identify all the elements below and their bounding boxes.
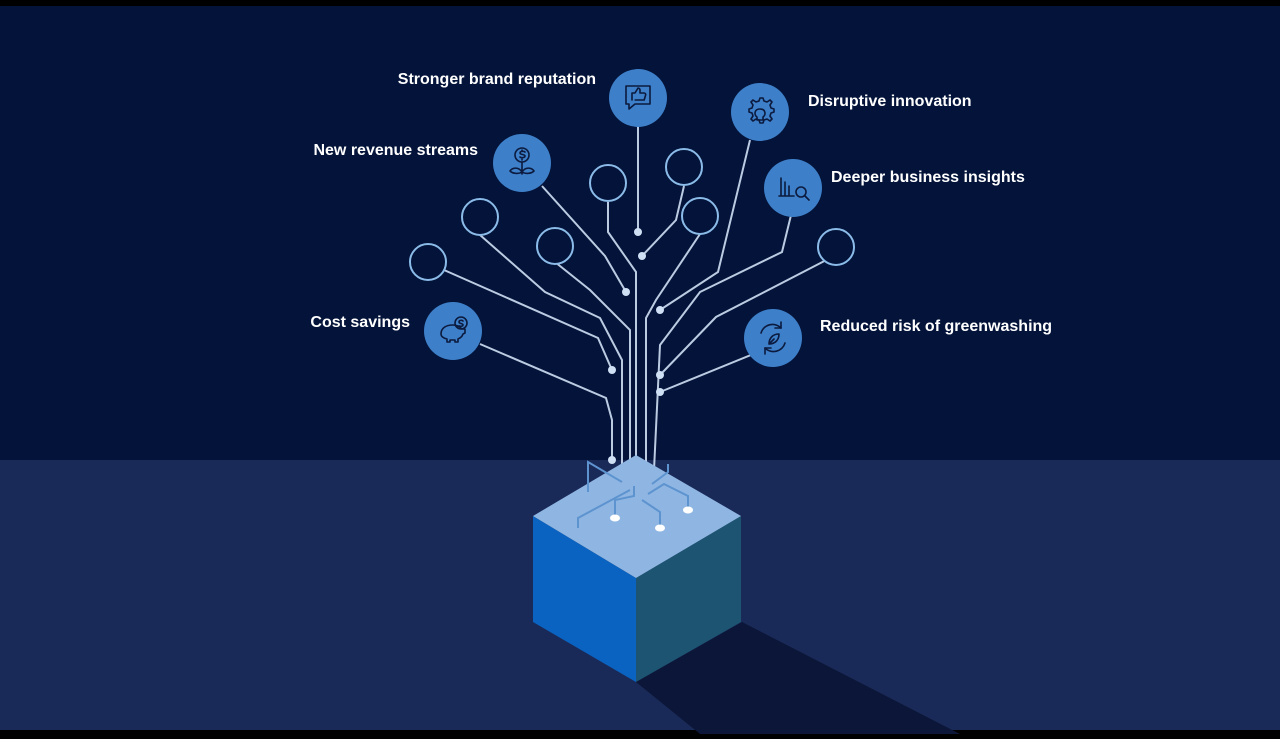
icon-node-circle [609,69,667,127]
dollar-plant-icon [493,134,551,192]
empty-node [665,148,703,186]
wire-13 [479,343,613,460]
empty-node [461,198,499,236]
cube-trace-4 [641,499,661,528]
cube-left-face [533,516,636,682]
wire-6 [541,185,627,293]
wire-endpoint-dot [656,388,664,396]
empty-node [536,227,574,265]
label-new-revenue-streams: New revenue streams [313,142,478,159]
icon-node-circle [424,302,482,360]
chart-magnifier-icon [764,159,822,217]
wire-4 [645,233,701,470]
circuit-branches [443,98,837,480]
cube-trace-dot [655,524,665,532]
wire-endpoint-dot [608,366,616,374]
empty-node [589,164,627,202]
cube-trace-6 [651,464,669,485]
icon-node-circle [731,83,789,141]
wire-2 [641,185,685,257]
cube-shadow [636,622,960,734]
icon-node-circle [744,309,802,367]
cube-trace-1 [587,460,623,492]
cube-top-face [533,455,741,578]
cube-trace-dot [610,514,620,522]
empty-node [681,197,719,235]
wire-9 [554,261,631,470]
label-reduced-risk-of-greenwashing: Reduced risk of greenwashing [820,318,1053,335]
label-stronger-brand-reputation: Stronger brand reputation [397,71,596,88]
cube-circuit-traces [577,460,693,532]
cube-trace-dot [683,506,693,514]
recycle-leaf-icon [744,309,802,367]
cube-trace-2 [577,489,631,528]
wire-endpoint-dot [656,371,664,379]
wire-10 [479,234,623,470]
wire-endpoint-dot [622,288,630,296]
bottom-bar [0,730,1280,734]
wire-endpoint-dot [638,252,646,260]
cube-right-face [636,516,741,682]
thumbs-up-speech-icon [609,69,667,127]
wire-5 [659,139,751,311]
piggy-bank-icon [424,302,482,360]
label-deeper-business-insights: Deeper business insights [831,169,1025,186]
wire-3 [607,202,637,480]
benefit-nodes [409,69,855,367]
label-cost-savings: Cost savings [310,314,410,331]
wire-endpoint-dot [608,456,616,464]
wire-8 [659,254,837,376]
cube-trace-5 [647,482,689,510]
data-cube [533,455,741,682]
empty-node [817,228,855,266]
icon-node-circle [764,159,822,217]
wire-endpoint-dot [656,306,664,314]
wire-7 [653,206,794,471]
wire-endpoint-dot [634,228,642,236]
top-bar [0,0,1280,6]
wire-11 [443,269,613,371]
empty-node [409,243,447,281]
gear-bulb-icon [731,83,789,141]
label-disruptive-innovation: Disruptive innovation [808,93,972,110]
cube-trace-3 [614,486,635,518]
